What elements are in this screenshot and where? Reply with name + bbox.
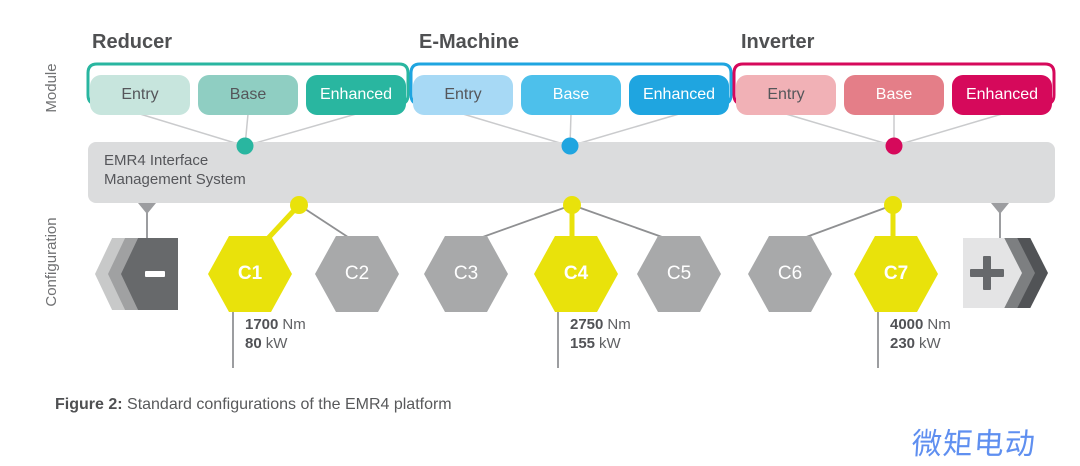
figure-caption-prefix: Figure 2: [55, 396, 123, 413]
spec-c7-power: 230 [890, 335, 916, 352]
inverter-bracket [732, 62, 1056, 106]
figure-caption: Figure 2: Standard configurations of the… [55, 396, 452, 414]
group-header-emachine: E-Machine [419, 31, 520, 53]
group-header-inverter: Inverter [741, 31, 815, 53]
reducer-tier-base: Base [198, 75, 298, 115]
inverter-tier-enhanced: Enhanced [952, 75, 1052, 115]
emachine-tier-base: Base [521, 75, 621, 115]
spec-c1-torque-unit: Nm [282, 316, 306, 333]
figure-caption-text: Standard configurations of the EMR4 plat… [127, 396, 452, 413]
group-header-reducer: Reducer [92, 31, 173, 53]
interface-bar-line1: EMR4 Interface [104, 152, 209, 169]
spec-c4-power-unit: kW [599, 335, 621, 352]
spec-c7-torque-unit: Nm [927, 316, 951, 333]
spec-c4-torque-unit: Nm [607, 316, 631, 333]
inverter-tier-entry: Entry [736, 75, 836, 115]
spec-c1-power-unit: kW [265, 335, 288, 352]
plus-icon [969, 256, 1004, 290]
inverter-tier-base: Base [844, 75, 944, 115]
emachine-bracket [409, 62, 733, 106]
reducer-bracket [86, 62, 410, 106]
axis-label-module: Module [43, 63, 60, 113]
emachine-tier-entry: Entry [413, 75, 513, 115]
spec-c7-power-unit: kW [919, 335, 941, 352]
interface-management-bar: EMR4 Interface Management System [88, 142, 1055, 203]
watermark-text: 微矩电动 [910, 428, 1037, 461]
spec-c4-torque: 2750 [570, 316, 604, 333]
reducer-tier-entry: Entry [90, 75, 190, 115]
reducer-tier-enhanced: Enhanced [306, 75, 406, 115]
interface-bar-text: EMR4 Interface Management System [104, 151, 246, 189]
interface-bar-line2: Management System [104, 171, 246, 188]
spec-leader-lines [232, 311, 879, 368]
spec-c4-power: 155 [570, 335, 596, 352]
module-connector-lines [139, 113, 1003, 147]
emachine-tier-enhanced: Enhanced [629, 75, 729, 115]
axis-label-configuration: Configuration [43, 217, 60, 307]
spec-c1-power: 80 [245, 335, 262, 352]
spec-c7-torque: 4000 [890, 316, 924, 333]
spec-c1-torque: 1700 [245, 316, 279, 333]
minus-icon [144, 271, 165, 277]
